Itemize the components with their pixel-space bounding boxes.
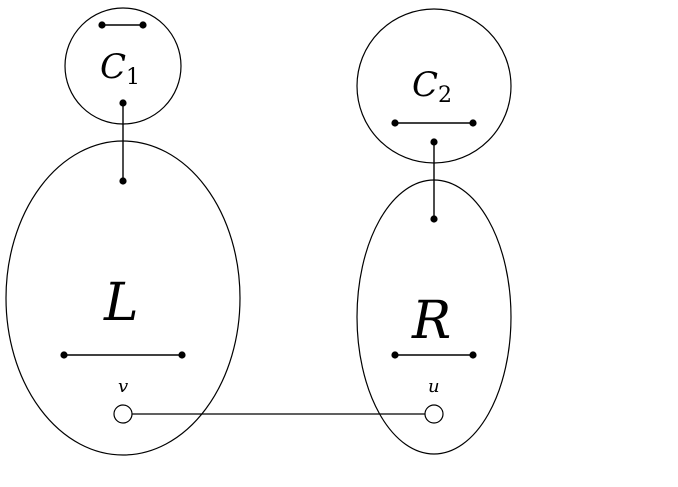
- vertex: [139, 21, 147, 29]
- vertex: [391, 119, 399, 127]
- label-c2: C2: [412, 65, 452, 108]
- label-l: L: [103, 273, 139, 333]
- label-v: v: [118, 376, 128, 397]
- vertex: [60, 351, 68, 359]
- vertex: [469, 119, 477, 127]
- label-r: R: [411, 291, 451, 351]
- label-u: u: [428, 376, 440, 397]
- vertex: [469, 351, 477, 359]
- vertex: [391, 351, 399, 359]
- vertex-u: [424, 404, 444, 424]
- vertex: [119, 177, 127, 185]
- vertex: [98, 21, 106, 29]
- vertex: [119, 99, 127, 107]
- vertex: [430, 138, 438, 146]
- vertex: [178, 351, 186, 359]
- vertex-v: [113, 404, 133, 424]
- label-c1: C1: [100, 47, 140, 90]
- vertex: [430, 215, 438, 223]
